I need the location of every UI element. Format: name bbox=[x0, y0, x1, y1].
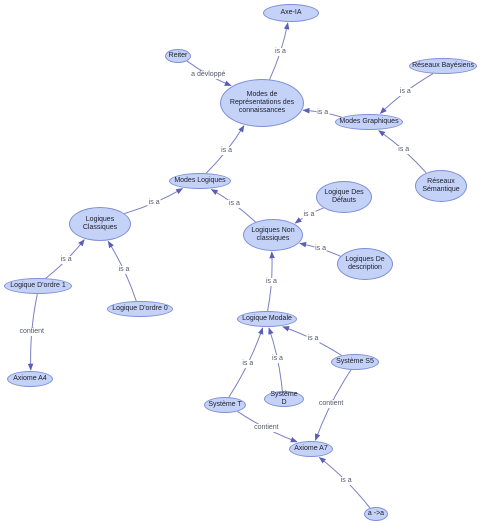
node-reseaux-bayesiens[interactable]: Réseaux Bayésiens bbox=[409, 58, 477, 74]
edge-label-is-a: is a bbox=[264, 277, 278, 286]
node-label: Logique D'ordre 0 bbox=[112, 305, 168, 312]
node-logiques-classiques[interactable]: Logiques Classiques bbox=[69, 207, 131, 241]
node-label: a ->a bbox=[367, 510, 385, 517]
node-logique-modale[interactable]: Logique Modale bbox=[237, 311, 297, 327]
node-label: Axe-IA bbox=[280, 9, 302, 16]
edge-label-contient: contient bbox=[253, 424, 280, 433]
node-logique-d-ordre-1[interactable]: Logique D'ordre 1 bbox=[4, 278, 72, 294]
node-label: Logiques De description bbox=[345, 256, 385, 271]
edge-label-is-a: is a bbox=[339, 477, 353, 486]
edge-label-is-a: is a bbox=[306, 335, 320, 344]
edge-label-is-a: is a bbox=[147, 198, 161, 207]
edge-label-is-a: is a bbox=[398, 87, 412, 96]
node-label: Système T bbox=[208, 401, 242, 408]
edge-label-is-a: is a bbox=[397, 146, 411, 155]
node-axiome-a4[interactable]: Axiome A4 bbox=[7, 371, 53, 387]
node-axe-ia[interactable]: Axe-IA bbox=[263, 4, 319, 22]
edge-label-is-a: is a bbox=[302, 210, 316, 219]
node-logique-d-ordre-0[interactable]: Logique D'ordre 0 bbox=[107, 301, 173, 317]
edge-label-is-a: is a bbox=[117, 266, 131, 275]
edge-label-is-a: is a bbox=[227, 200, 241, 209]
node-modes-de-representations-des-connaissances[interactable]: Modes de Représentations des connaissanc… bbox=[220, 79, 304, 127]
edge-label-a-devloppe: a dévloppé bbox=[190, 70, 227, 79]
node-label: Réseaux Bayésiens bbox=[412, 62, 474, 69]
edge-label-is-a: is a bbox=[220, 146, 233, 155]
node-label: Modes Graphiques bbox=[339, 118, 399, 125]
node-systeme-t[interactable]: Système T bbox=[204, 397, 246, 413]
node-label: Axiome A4 bbox=[13, 375, 47, 382]
node-label: Système D bbox=[270, 391, 298, 406]
node-label: Logiques Non classiques bbox=[251, 227, 295, 242]
node-axiome-a7[interactable]: Axiome A7 bbox=[289, 441, 333, 457]
node-modes-logiques[interactable]: Modes Logiques bbox=[169, 173, 231, 189]
edge-label-is-a: is a bbox=[273, 47, 287, 56]
node-modes-graphiques[interactable]: Modes Graphiques bbox=[335, 114, 403, 130]
node-label: Axiome A7 bbox=[294, 445, 328, 452]
edge-label-is-a: is a bbox=[316, 108, 330, 117]
node-systeme-s5[interactable]: Système S5 bbox=[331, 354, 379, 370]
node-label: Modes de Représentations des connaissanc… bbox=[229, 91, 295, 114]
node-label: Logique D'ordre 1 bbox=[10, 282, 66, 289]
node-logiques-de-description[interactable]: Logiques De description bbox=[337, 248, 393, 280]
edge-label-is-a: is a bbox=[59, 256, 73, 265]
node-label: Logique Des Défauts bbox=[324, 189, 364, 204]
node-label: Reiter bbox=[168, 52, 188, 59]
edge-label-is-a: is a bbox=[314, 244, 328, 253]
node-reiter[interactable]: Reiter bbox=[165, 49, 191, 63]
node-logique-des-defauts[interactable]: Logique Des Défauts bbox=[316, 181, 372, 213]
edge-label-contient: contient bbox=[317, 399, 345, 408]
node-label: Système S5 bbox=[336, 358, 374, 365]
edge-label-is-a: is a bbox=[271, 355, 284, 364]
node-label: Logique Modale bbox=[242, 315, 292, 322]
node-systeme-d[interactable]: Système D bbox=[264, 391, 304, 407]
node-label: Logiques Classiques bbox=[82, 216, 118, 231]
node-label: Réseaux Sémantique bbox=[422, 178, 460, 193]
node-logiques-non-classiques[interactable]: Logiques Non classiques bbox=[243, 219, 303, 251]
node-a-a[interactable]: a ->a bbox=[364, 507, 388, 521]
edge-label-contient: contient bbox=[18, 327, 46, 336]
node-label: Modes Logiques bbox=[174, 177, 226, 184]
edge-label-is-a: is a bbox=[241, 359, 255, 368]
node-reseaux-semantique[interactable]: Réseaux Sémantique bbox=[415, 170, 467, 202]
